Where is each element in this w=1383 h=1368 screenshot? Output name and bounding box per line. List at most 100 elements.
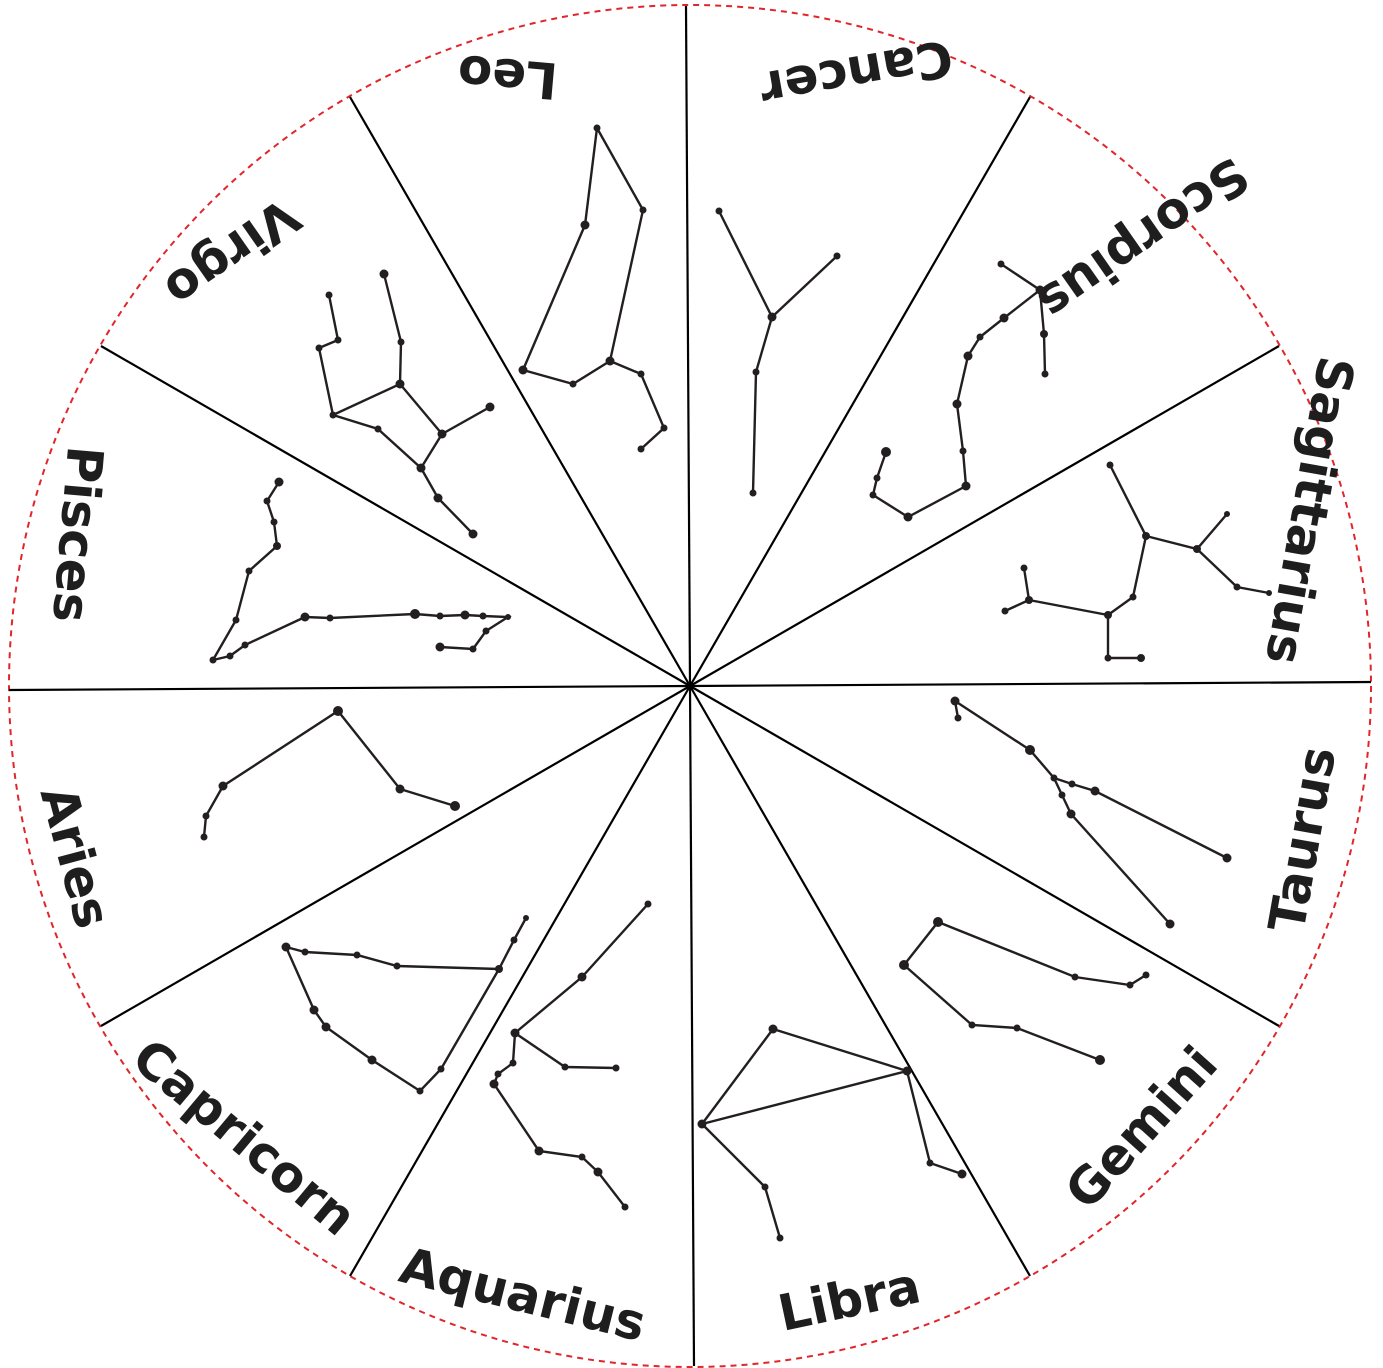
constellation-line — [719, 211, 837, 317]
star — [330, 412, 337, 419]
star — [953, 400, 962, 409]
leo-constellation — [519, 125, 668, 453]
star — [1002, 608, 1009, 615]
star — [1091, 787, 1100, 796]
star — [903, 1067, 912, 1076]
star — [1130, 594, 1137, 601]
star — [396, 785, 405, 794]
star — [322, 1023, 331, 1032]
constellation-line — [213, 482, 508, 660]
star — [1095, 1055, 1105, 1065]
divider-line — [350, 97, 690, 686]
star — [434, 494, 443, 503]
star — [1142, 532, 1150, 540]
star — [486, 403, 495, 412]
star — [316, 345, 323, 352]
star — [1223, 854, 1232, 863]
star — [1042, 371, 1049, 378]
label-capricorn: Capricorn — [121, 1028, 367, 1247]
star — [301, 613, 310, 622]
label-aries: Aries — [29, 780, 122, 934]
star — [398, 339, 405, 346]
star — [275, 478, 284, 487]
label-cancer: Cancer — [756, 28, 958, 119]
star — [977, 334, 984, 341]
constellation-line — [494, 1033, 625, 1207]
constellation-line — [907, 1071, 962, 1174]
constellation-line — [515, 904, 648, 1068]
divider-line — [690, 97, 1030, 686]
cancer-constellation — [716, 208, 841, 497]
divider-line — [686, 6, 690, 686]
label-virgo: Virgo — [154, 186, 310, 319]
star — [396, 380, 405, 389]
star — [1143, 972, 1150, 979]
star — [1127, 982, 1134, 989]
star — [1040, 330, 1048, 338]
star — [951, 697, 960, 706]
constellation-line — [873, 264, 1040, 517]
star — [219, 782, 228, 791]
divider-line — [9, 686, 690, 690]
star — [375, 426, 382, 433]
star — [511, 937, 518, 944]
pisces-constellation — [210, 478, 512, 664]
star — [438, 1066, 445, 1073]
star — [282, 943, 291, 952]
star — [242, 642, 249, 649]
star — [958, 1170, 967, 1179]
star — [227, 653, 234, 660]
star — [661, 425, 668, 432]
star — [335, 337, 342, 344]
divider-line — [101, 346, 690, 686]
star — [645, 901, 652, 908]
constellation-line — [1110, 465, 1227, 549]
star — [834, 253, 841, 260]
star — [606, 357, 615, 366]
star — [955, 715, 962, 722]
star — [640, 207, 647, 214]
star — [753, 369, 760, 376]
star — [246, 568, 253, 575]
star — [333, 706, 343, 716]
libra-constellation — [698, 1025, 967, 1242]
star — [562, 1064, 569, 1071]
constellation-line — [421, 468, 473, 534]
star — [881, 447, 891, 457]
star — [437, 613, 444, 620]
star — [483, 628, 490, 635]
constellation-line — [523, 128, 643, 384]
constellation-line — [702, 1029, 907, 1124]
star — [899, 960, 909, 970]
star — [510, 1060, 517, 1067]
star — [1166, 920, 1175, 929]
star — [354, 952, 361, 959]
star — [1234, 584, 1241, 591]
constellation-line — [610, 361, 664, 449]
constellation-line — [904, 922, 1146, 1060]
star — [578, 973, 587, 982]
star — [1025, 745, 1035, 755]
star — [273, 542, 281, 550]
label-libra: Libra — [773, 1256, 925, 1343]
constellation-line — [1024, 536, 1146, 615]
star — [622, 1204, 629, 1211]
label-aquarius: Aquarius — [394, 1236, 652, 1353]
constellation-line — [319, 295, 400, 415]
divider-line — [690, 686, 694, 1366]
star — [417, 1088, 424, 1095]
star — [438, 430, 447, 439]
star — [203, 813, 210, 820]
aries-constellation — [201, 706, 461, 841]
star — [570, 381, 577, 388]
star — [480, 613, 487, 620]
star — [470, 646, 477, 653]
star — [1105, 655, 1112, 662]
star — [581, 221, 590, 230]
divider-line — [690, 686, 1279, 1026]
star — [511, 1029, 520, 1038]
label-leo: Leo — [455, 43, 560, 110]
aquarius-constellation — [490, 901, 652, 1211]
star — [927, 1160, 934, 1167]
